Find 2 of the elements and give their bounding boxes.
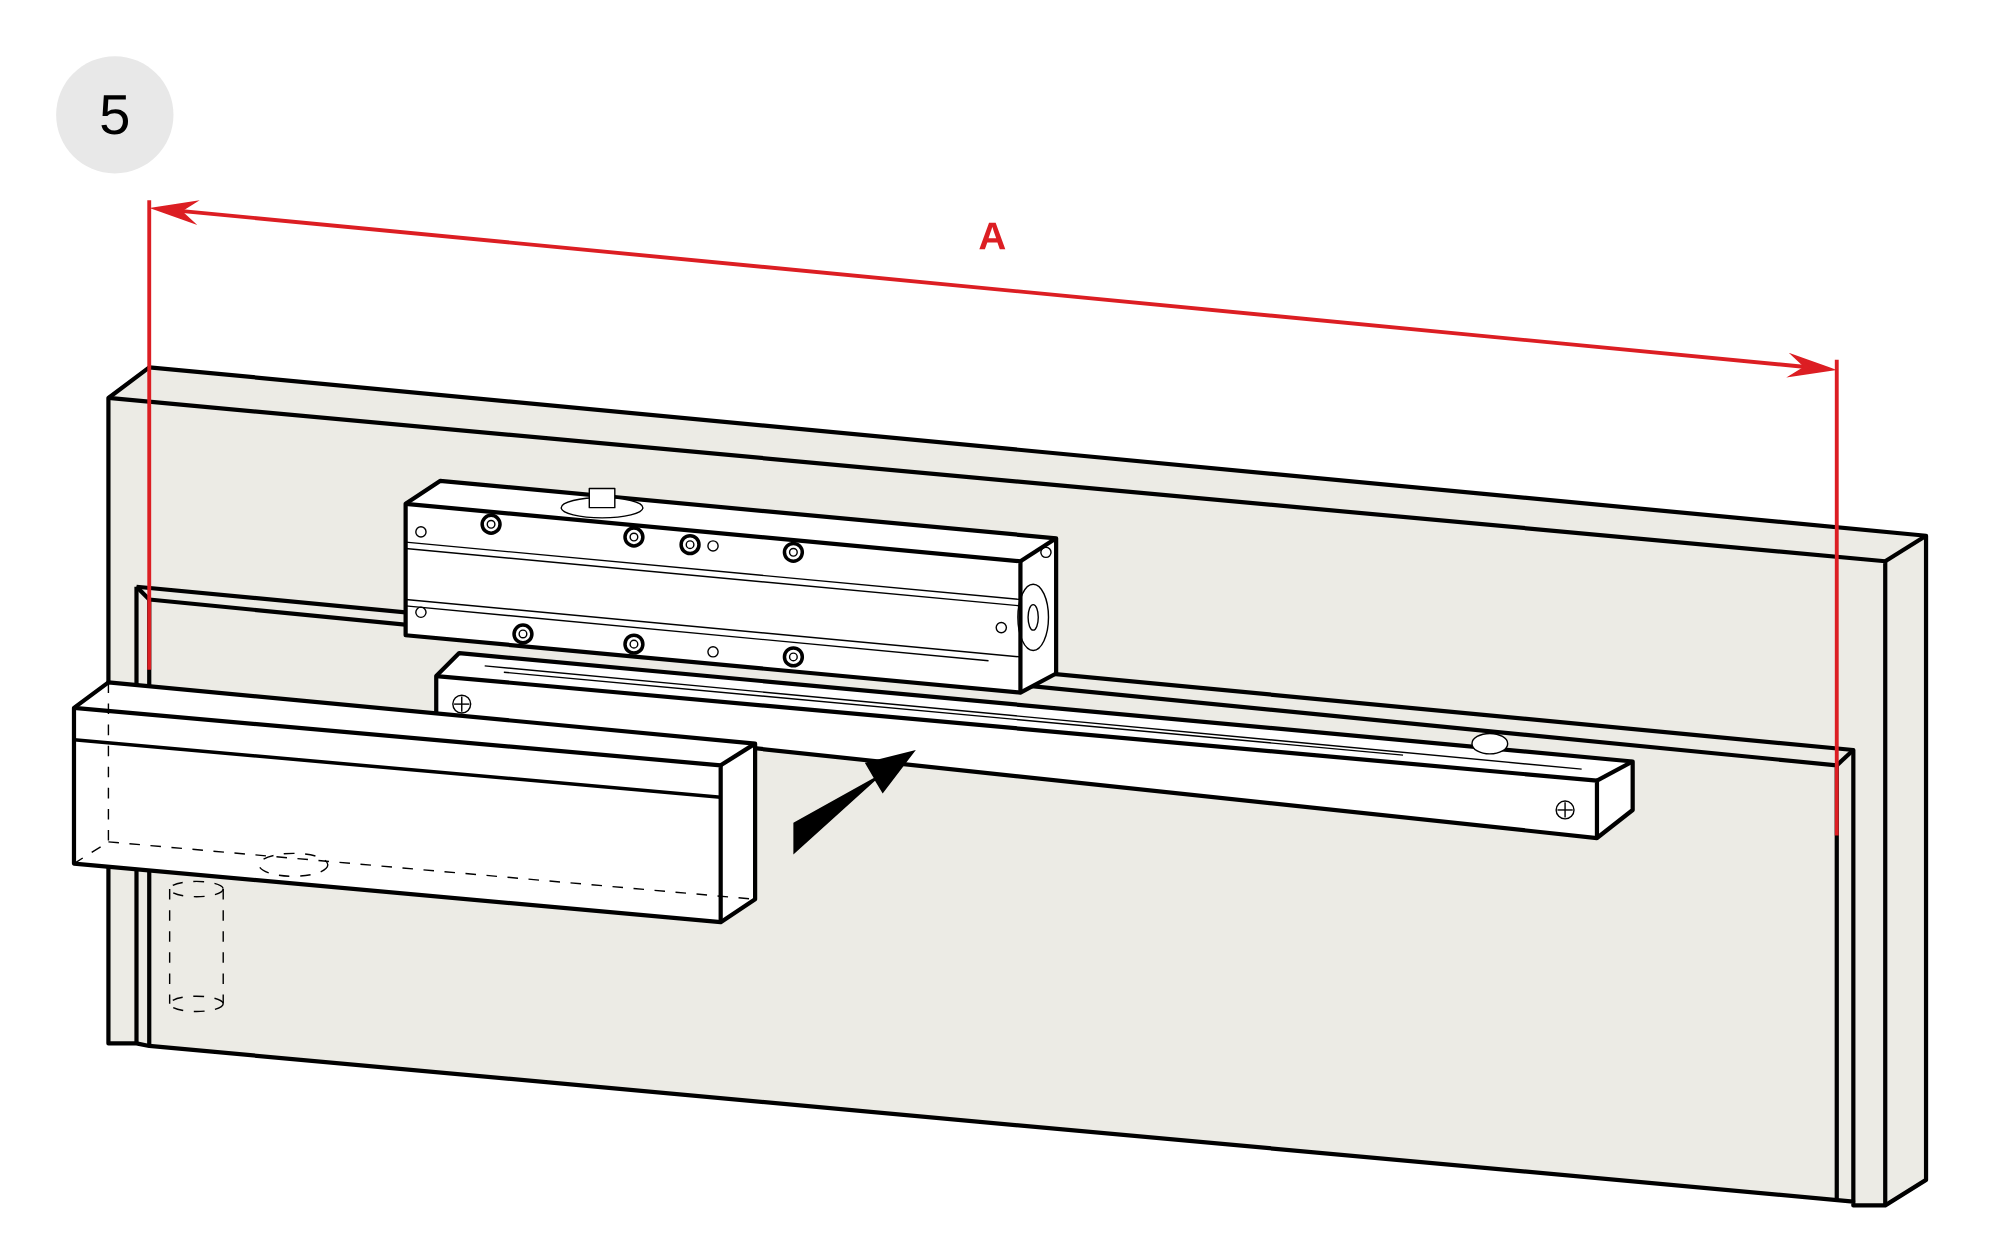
step-number: 5 — [56, 55, 174, 174]
dimension-label: A — [979, 222, 1006, 250]
